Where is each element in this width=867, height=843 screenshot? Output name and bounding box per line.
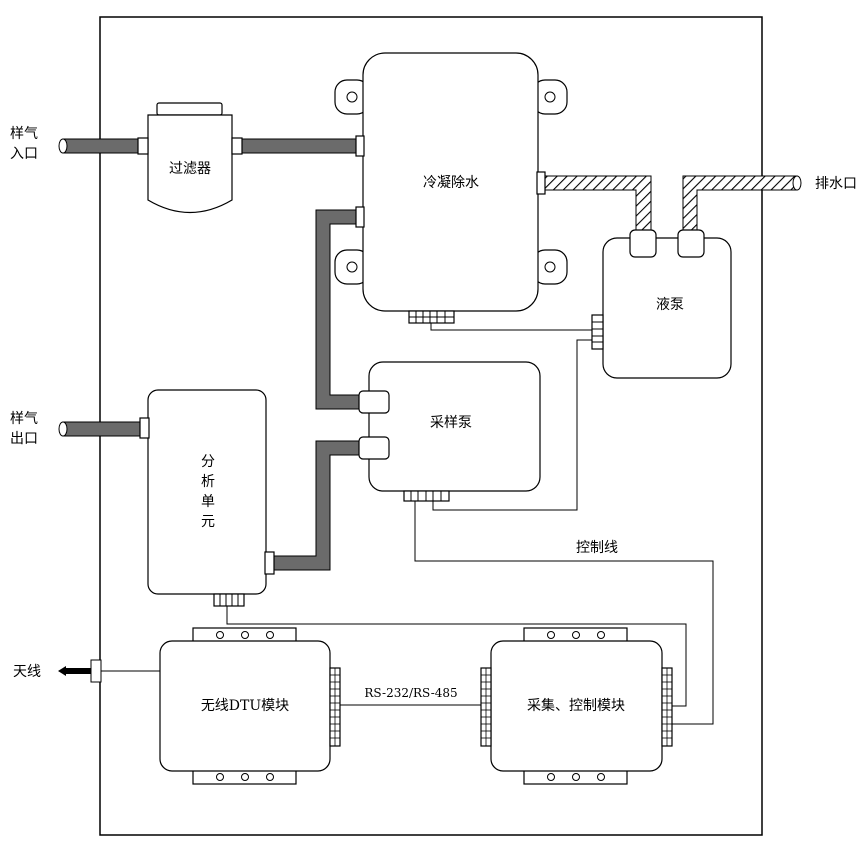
antenna-icon (58, 659, 102, 683)
filter-label: 过滤器 (169, 161, 211, 177)
dtu-module: 无线DTU模块 (159, 627, 341, 785)
serial-link-label: RS-232/RS-485 (364, 686, 457, 700)
inlet-label-2: 入口 (10, 146, 38, 162)
drain-pipes (544, 175, 802, 231)
condenser-terminal (408, 310, 455, 324)
filter: 过滤器 (137, 102, 243, 214)
dtu-module-label: 无线DTU模块 (201, 698, 289, 714)
condenser-label: 冷凝除水 (423, 175, 479, 191)
analysis-unit-label-2: 析 (201, 474, 215, 490)
condenser: 冷凝除水 (334, 52, 568, 324)
control-line-label: 控制线 (576, 540, 618, 556)
sampling-pump-label: 采样泵 (430, 415, 472, 431)
acq-control-module: 采集、控制模块 (480, 627, 673, 785)
analysis-unit: 分 析 单 元 (139, 389, 275, 607)
liquid-pump: 液泵 (591, 229, 732, 379)
liquid-pump-label: 液泵 (656, 297, 684, 313)
inlet-label-1: 样气 (10, 126, 38, 142)
outlet-label-2: 出口 (10, 431, 38, 447)
sampling-pump: 采样泵 (358, 361, 541, 502)
control-wires (100, 323, 714, 725)
outlet-label-1: 样气 (10, 411, 38, 427)
drain-outlet-label: 排水口 (815, 176, 857, 192)
analysis-unit-label-3: 单 (201, 494, 215, 510)
acq-control-module-label: 采集、控制模块 (527, 697, 625, 714)
analysis-unit-label-1: 分 (201, 454, 215, 470)
analysis-unit-label-4: 元 (201, 514, 215, 530)
antenna-label: 天线 (13, 664, 41, 680)
